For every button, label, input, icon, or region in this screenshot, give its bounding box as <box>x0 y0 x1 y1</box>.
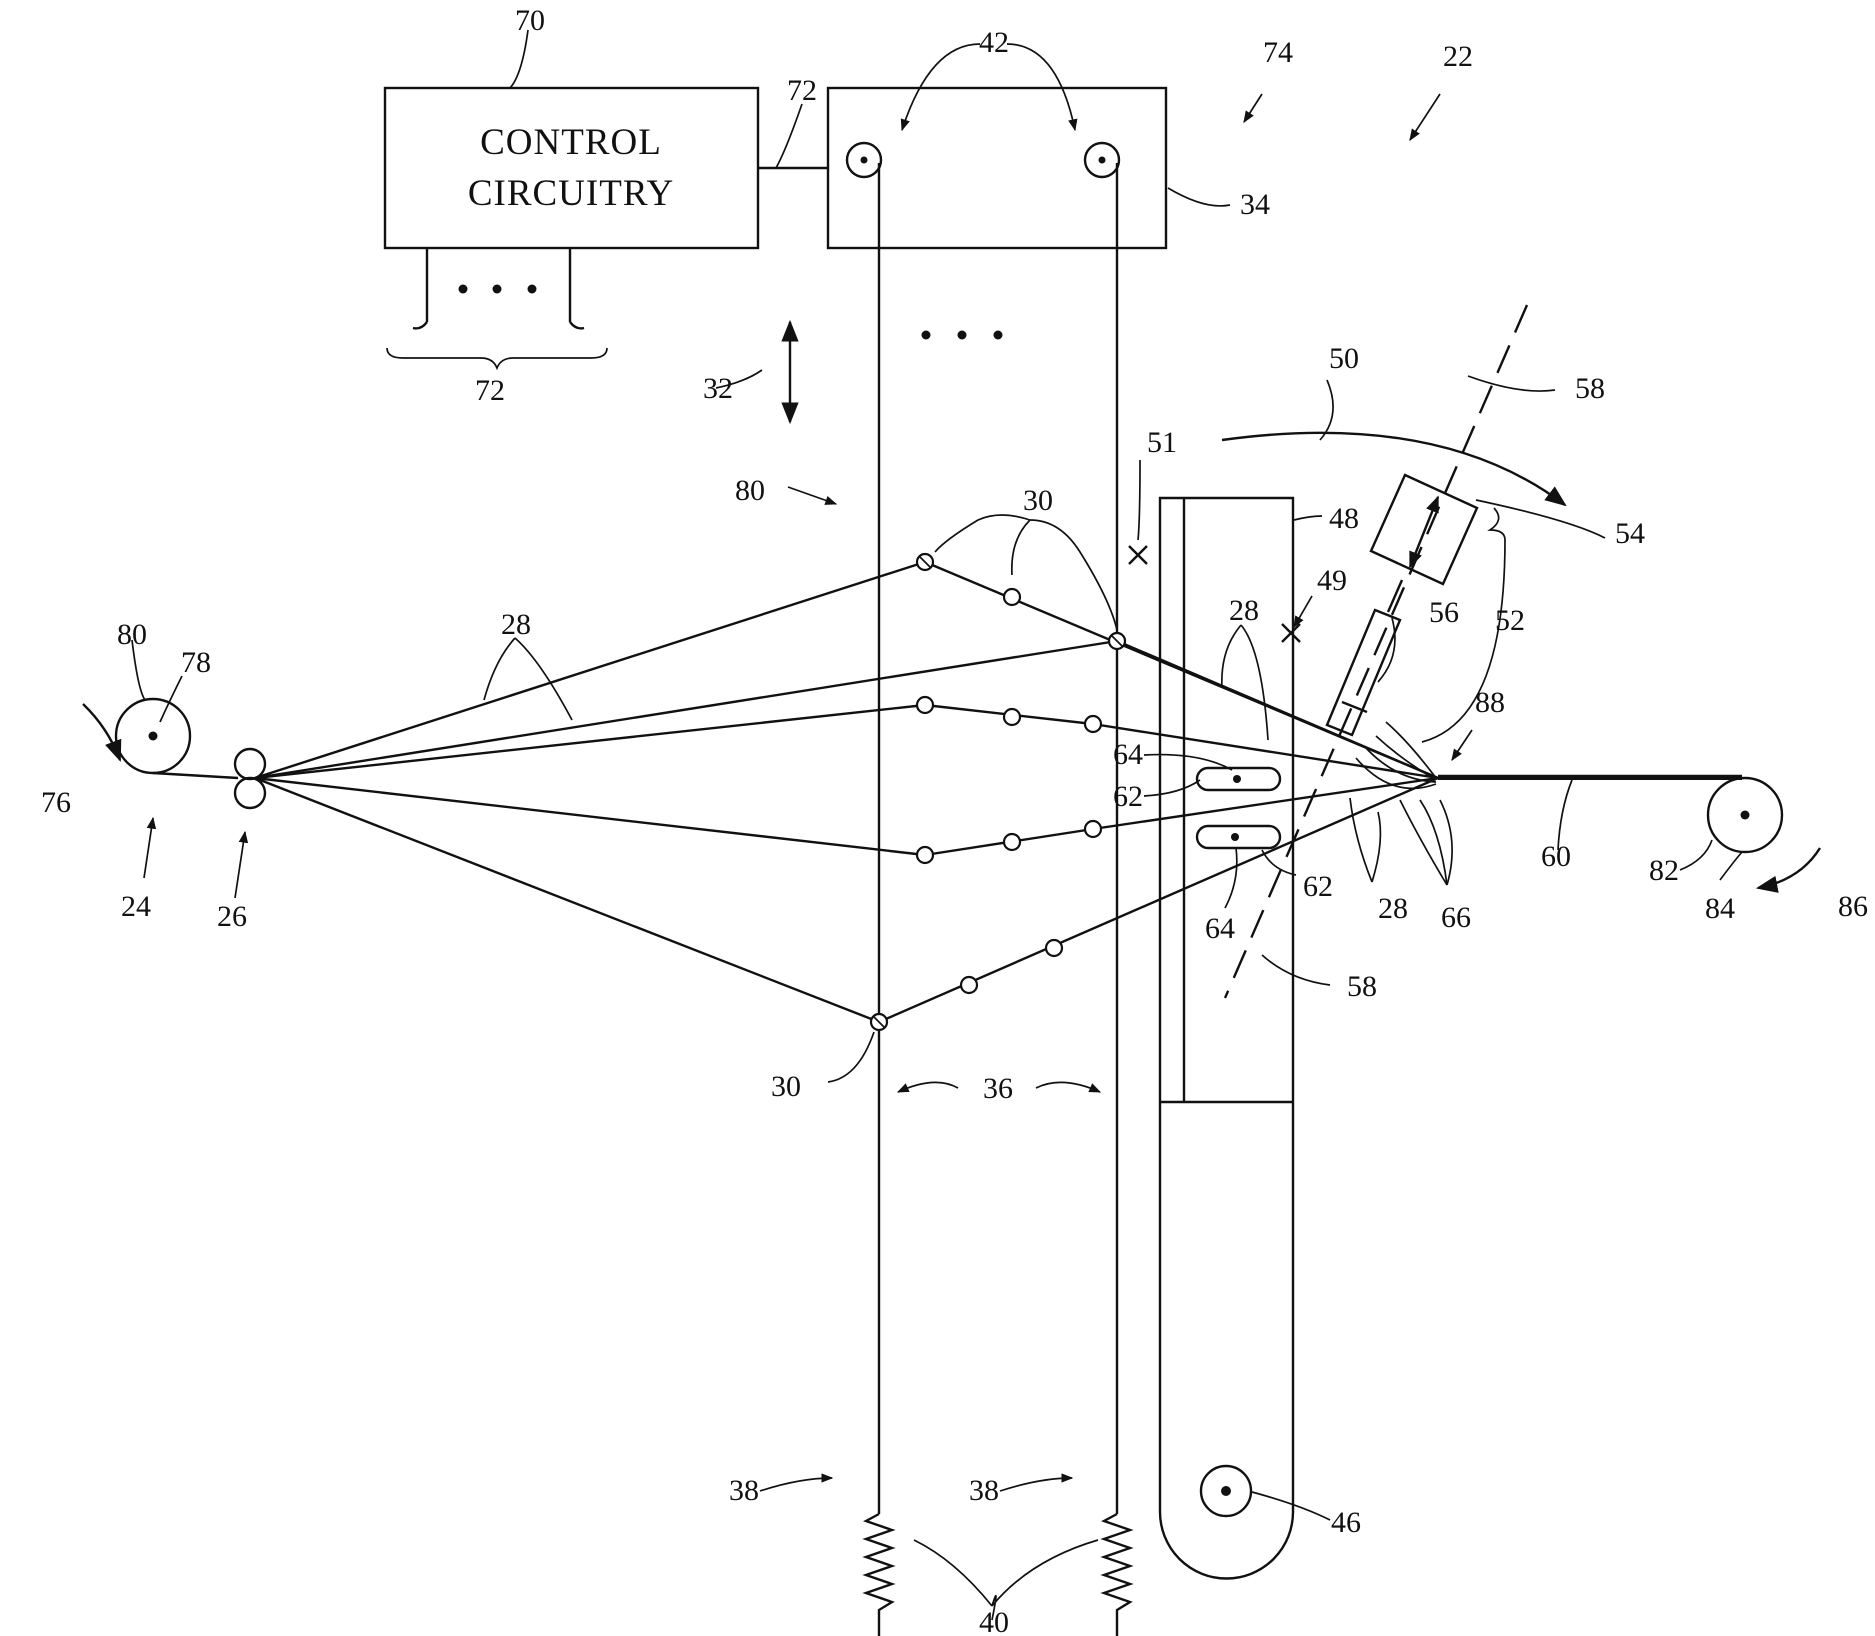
heddle-eyes <box>871 554 1125 1030</box>
ref-62-upper: 62 <box>1113 780 1143 813</box>
ref-58-lower: 58 <box>1347 970 1377 1003</box>
spring-38-right <box>1104 1514 1130 1636</box>
ref-32: 32 <box>703 372 733 405</box>
ref-66: 66 <box>1441 901 1471 934</box>
ref-80-frame: 80 <box>735 474 765 507</box>
ref-72-link: 72 <box>787 74 817 107</box>
weft-carrier-48 <box>1160 498 1293 1579</box>
ref-80-roll: 80 <box>117 618 147 651</box>
woven-fabric-60 <box>1438 776 1742 778</box>
ref-34: 34 <box>1240 188 1270 221</box>
weft-fibers-66 <box>1356 722 1436 788</box>
control-box-label-line2: CIRCUITRY <box>468 173 674 214</box>
ref-28-left: 28 <box>501 608 531 641</box>
ref-26: 26 <box>217 900 247 933</box>
ref-48: 48 <box>1329 502 1359 535</box>
ref-51: 51 <box>1147 426 1177 459</box>
ref-86: 86 <box>1838 890 1868 923</box>
take-up-roll <box>1708 778 1782 852</box>
ref-52: 52 <box>1495 604 1525 637</box>
ref-60: 60 <box>1541 840 1571 873</box>
x-marks <box>1129 546 1300 642</box>
heddle-cords <box>879 163 1117 1514</box>
ref-49: 49 <box>1317 564 1347 597</box>
ref-36: 36 <box>983 1072 1013 1105</box>
ref-50: 50 <box>1329 342 1359 375</box>
ref-40: 40 <box>979 1606 1009 1636</box>
ref-54: 54 <box>1615 517 1645 550</box>
ref-88: 88 <box>1475 686 1505 719</box>
ref-58-upper: 58 <box>1575 372 1605 405</box>
ref-76: 76 <box>41 786 71 819</box>
control-circuitry-box: CONTROL CIRCUITRY <box>385 88 758 368</box>
control-box-label-line1: CONTROL <box>480 122 662 163</box>
spring-38-left <box>866 1514 892 1636</box>
tool-axis-58 <box>1225 305 1527 998</box>
warp-yarns <box>255 562 1438 1022</box>
ref-30-lower: 30 <box>771 1070 801 1103</box>
ref-74: 74 <box>1263 36 1293 69</box>
tool-head-54 <box>1371 475 1477 612</box>
ref-30-upper: 30 <box>1023 484 1053 517</box>
ref-84: 84 <box>1705 892 1735 925</box>
ref-62-lower: 62 <box>1303 870 1333 903</box>
actuator-56 <box>1327 610 1400 735</box>
ref-82: 82 <box>1649 854 1679 887</box>
ref-64-upper: 64 <box>1113 738 1143 771</box>
ref-56: 56 <box>1429 596 1459 629</box>
ref-24: 24 <box>121 890 151 923</box>
ref-38-right: 38 <box>969 1474 999 1507</box>
ref-46: 46 <box>1331 1506 1361 1539</box>
supply-roll <box>116 699 238 778</box>
ref-38-left: 38 <box>729 1474 759 1507</box>
ref-28-center: 28 <box>1229 594 1259 627</box>
ref-28-lower: 28 <box>1378 892 1408 925</box>
ref-72-brace: 72 <box>475 374 505 407</box>
ref-42: 42 <box>979 26 1009 59</box>
ref-78: 78 <box>181 646 211 679</box>
ref-64-lower: 64 <box>1205 912 1235 945</box>
ref-70: 70 <box>515 4 545 37</box>
ref-22: 22 <box>1443 40 1473 73</box>
